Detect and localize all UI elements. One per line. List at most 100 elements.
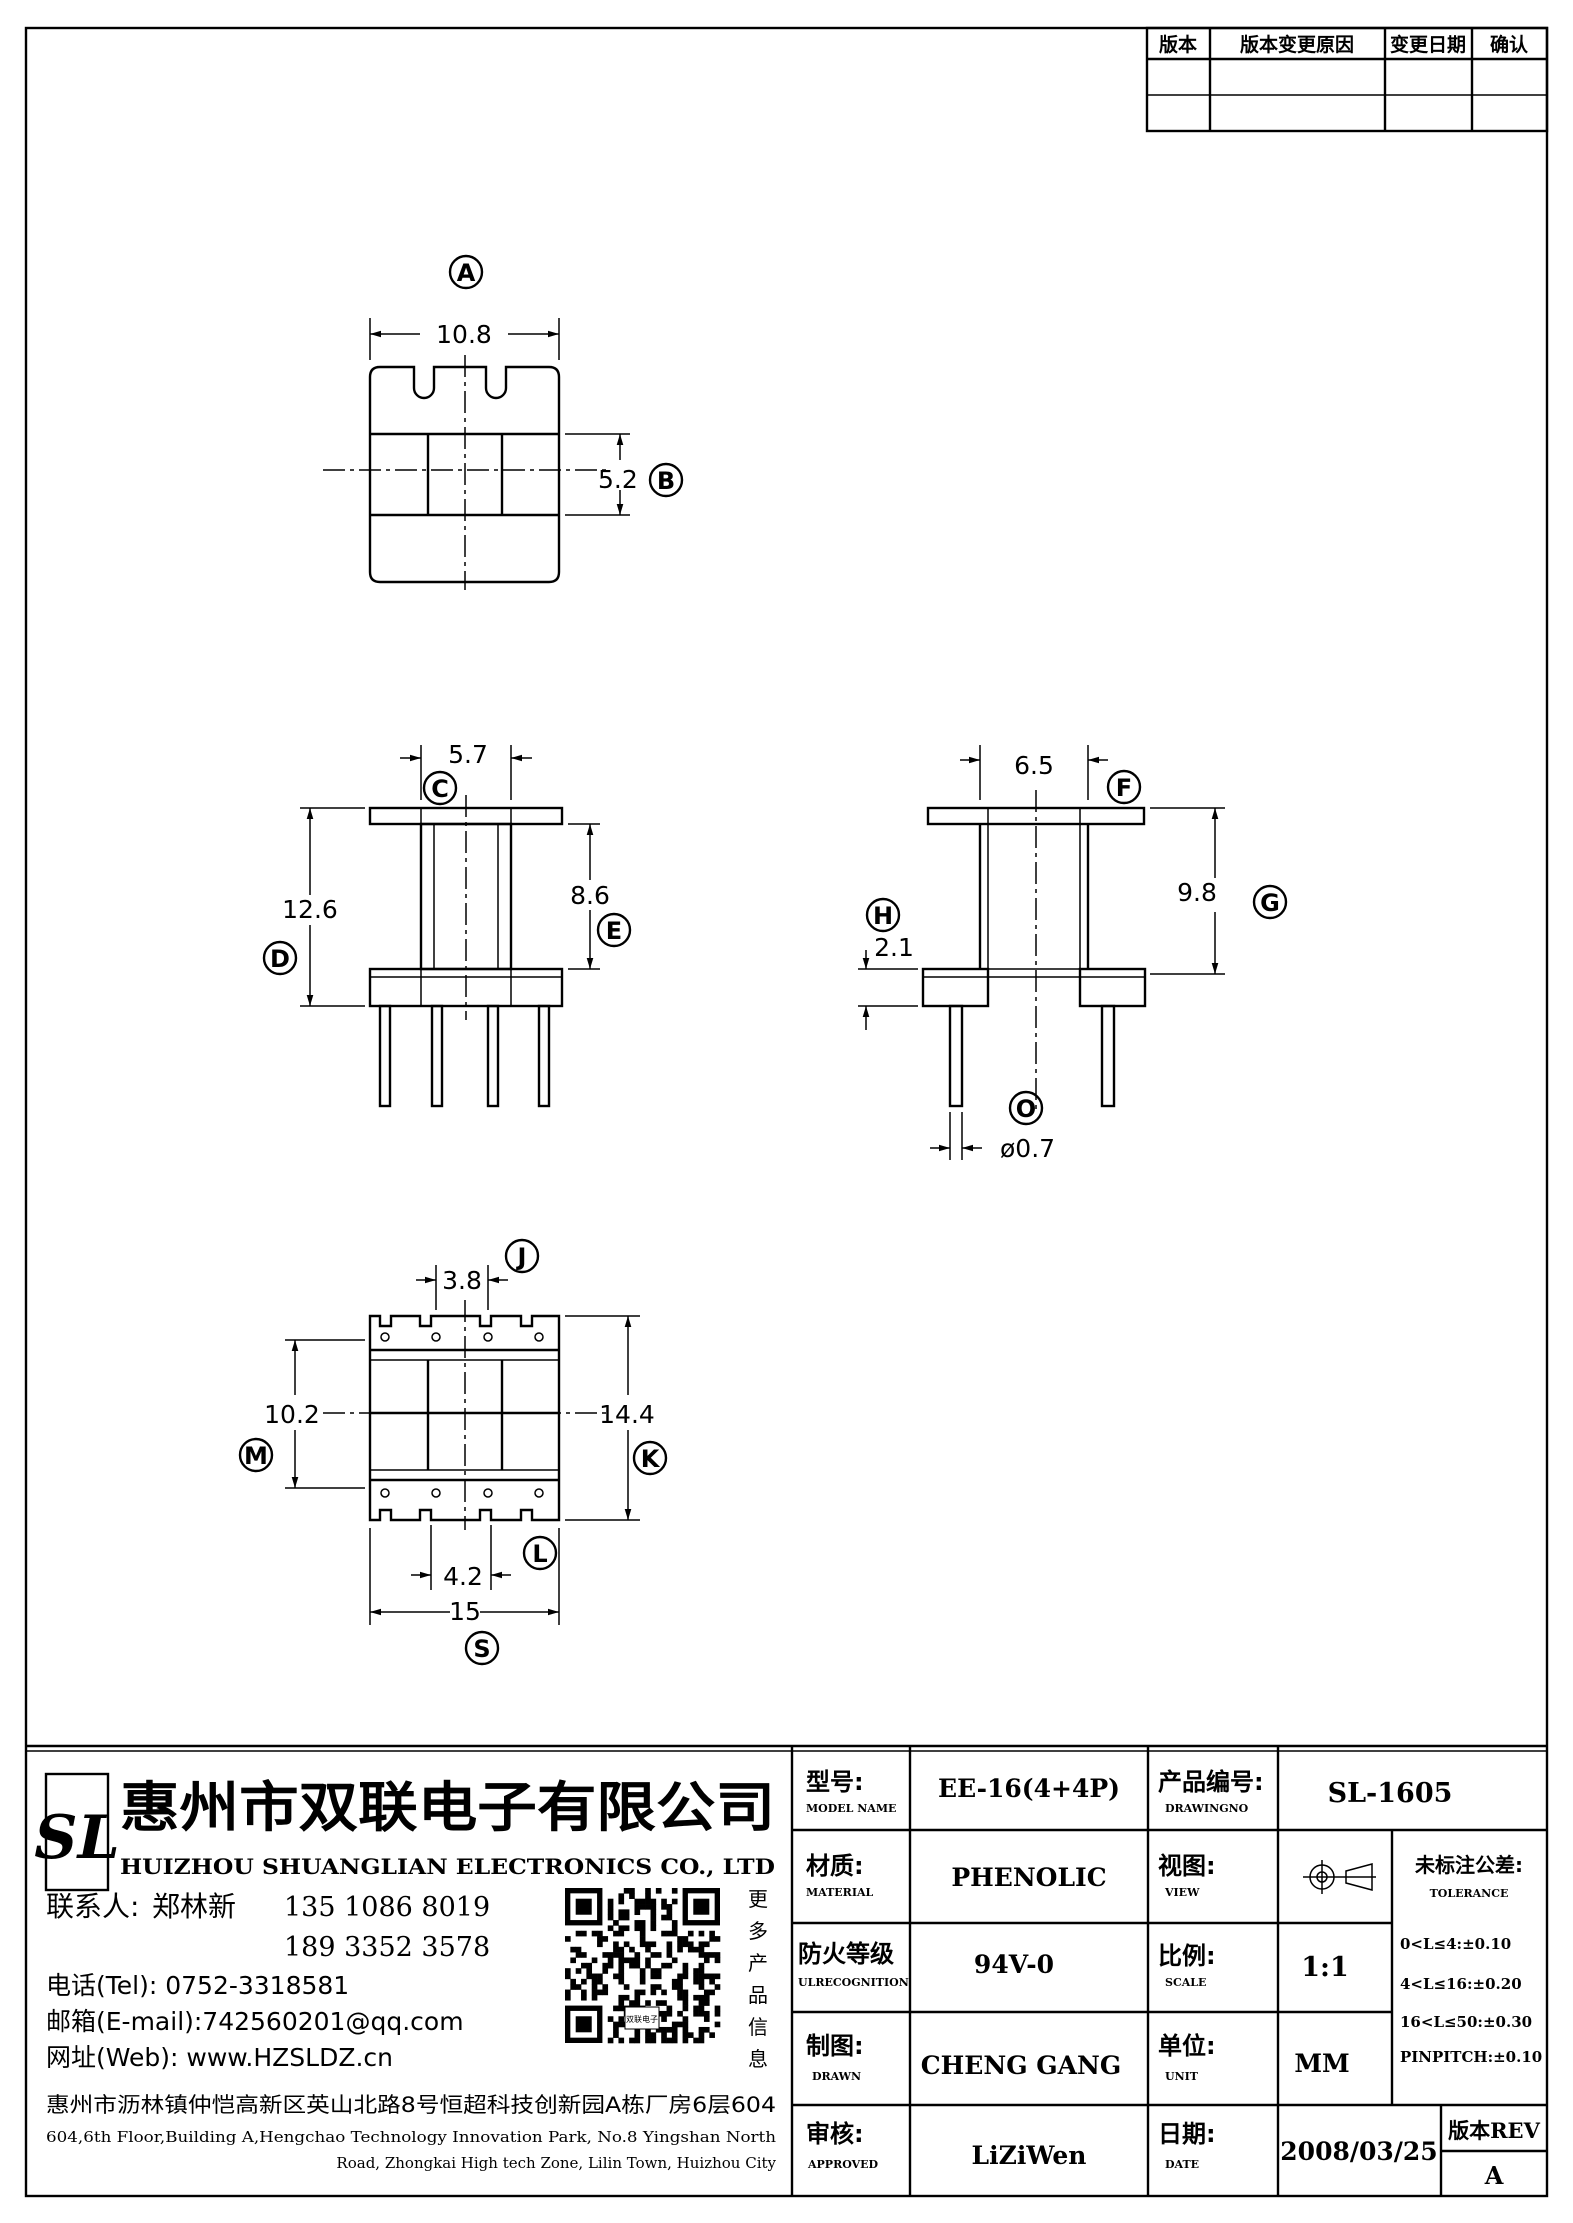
dim-value-D: 12.6	[282, 895, 338, 924]
dim-label-G: G	[1260, 889, 1280, 917]
rev-label: 版本REV	[1448, 2118, 1540, 2143]
model-value: EE-16(4+4P)	[938, 1774, 1120, 1803]
page-border	[24, 26, 1549, 2198]
dim-label-K: K	[641, 1445, 661, 1473]
model-label-cn: 型号:	[806, 1768, 864, 1796]
company-name-en: HUIZHOU SHUANGLIAN ELECTRONICS CO., LTD	[120, 1854, 775, 1879]
projection-symbol-icon	[1303, 1860, 1376, 1894]
dim-value-S: 15	[449, 1597, 481, 1626]
dim-label-O: O	[1016, 1095, 1036, 1123]
bottom-view: 3.8 J 10.2 M 14.4 K 4.2 L 15 S	[238, 1238, 668, 1666]
dim-value-M: 10.2	[264, 1400, 320, 1429]
rev-header-date: 变更日期	[1390, 33, 1466, 56]
side-view: 6.5 F 9.8 G 2.1 H ø0.7 O	[858, 745, 1288, 1163]
qr-caption-5: 信	[748, 2015, 768, 2039]
qr-center-label: 双联电子	[626, 2014, 658, 2024]
date-label-en: DATE	[1165, 2158, 1199, 2171]
unit-value: MM	[1294, 2049, 1349, 2078]
qr-caption-2: 多	[748, 1919, 768, 1943]
approved-label-en: APPROVED	[807, 2158, 879, 2171]
title-block: SL 惠州市双联电子有限公司 HUIZHOU SHUANGLIAN ELECTR…	[26, 1744, 1547, 2196]
approved-value: LiZiWen	[972, 2141, 1087, 2170]
fire-value: 94V-0	[974, 1950, 1054, 1979]
dim-label-C: C	[431, 775, 449, 803]
dim-value-J: 3.8	[442, 1266, 482, 1295]
drawn-value: CHENG GANG	[921, 2051, 1121, 2080]
drawingno-label-cn: 产品编号:	[1158, 1768, 1264, 1796]
dim-label-A: A	[457, 259, 476, 287]
view-label-en: VIEW	[1164, 1886, 1200, 1899]
dim-value-F: 6.5	[1014, 751, 1054, 780]
front-view: 5.7 C 12.6 D 8.6 E	[262, 740, 632, 1108]
scale-label-cn: 比例:	[1158, 1942, 1216, 1970]
phone-1: 135 1086 8019	[284, 1892, 490, 1923]
fire-label-en: ULRECOGNITION	[798, 1976, 909, 1989]
date-label-cn: 日期:	[1158, 2120, 1216, 2148]
address-en-2: Road, Zhongkai High tech Zone, Lilin Tow…	[336, 2154, 776, 2172]
qr-caption-6: 息	[748, 2047, 768, 2071]
company-name-cn: 惠州市双联电子有限公司	[120, 1776, 775, 1839]
dim-value-A: 10.8	[436, 320, 492, 349]
rev-header-version: 版本	[1159, 33, 1197, 56]
logo-letters: SL	[34, 1803, 120, 1873]
dim-value-O: ø0.7	[1000, 1134, 1055, 1163]
date-value: 2008/03/25	[1280, 2137, 1437, 2166]
rev-header-reason: 版本变更原因	[1240, 33, 1354, 56]
dim-label-E: E	[606, 917, 622, 945]
dim-value-H: 2.1	[874, 933, 914, 962]
dim-value-B: 5.2	[598, 465, 638, 494]
dim-label-F: F	[1116, 774, 1132, 802]
dim-label-S: S	[473, 1635, 490, 1663]
dim-label-J: J	[516, 1243, 527, 1271]
dim-label-H: H	[873, 902, 893, 930]
rev-value: A	[1484, 2161, 1504, 2190]
drawn-label-cn: 制图:	[806, 2032, 864, 2060]
qr-caption-1: 更	[748, 1887, 768, 1911]
qr-code	[565, 1888, 721, 2044]
revision-table: 版本 版本变更原因 变更日期 确认	[1145, 26, 1549, 133]
dim-label-L: L	[532, 1540, 547, 1568]
dim-value-C: 5.7	[448, 740, 488, 769]
email: 邮箱(E-mail):742560201@qq.com	[46, 2007, 464, 2036]
drawingno-value: SL-1605	[1328, 1778, 1453, 1809]
tel: 电话(Tel): 0752-3318581	[46, 1971, 349, 2000]
top-view: 10.8 A 5.2 B	[323, 254, 684, 590]
fire-label-cn: 防火等级	[798, 1940, 894, 1968]
model-label-en: MODEL NAME	[806, 1802, 896, 1815]
company-logo	[44, 1772, 110, 1892]
material-label-en: MATERIAL	[806, 1886, 874, 1899]
scale-label-en: SCALE	[1165, 1976, 1206, 1989]
material-label-cn: 材质:	[806, 1852, 864, 1880]
phone-2: 189 3352 3578	[284, 1932, 490, 1963]
contact-label: 联系人:	[46, 1890, 139, 1923]
dim-value-K: 14.4	[599, 1400, 655, 1429]
dim-label-B: B	[657, 467, 675, 495]
drawingno-label-en: DRAWINGNO	[1165, 1802, 1249, 1815]
dim-value-E: 8.6	[570, 881, 610, 910]
address-en-1: 604,6th Floor,Building A,Hengchao Techno…	[46, 2128, 776, 2146]
tolerance-label-en: TOLERANCE	[1430, 1887, 1509, 1900]
view-label-cn: 视图:	[1158, 1852, 1216, 1880]
approved-label-cn: 审核:	[806, 2120, 864, 2148]
scale-value: 1:1	[1301, 1952, 1349, 1983]
tolerance-1: 0<L≤4:±0.10	[1400, 1935, 1511, 1953]
dim-label-M: M	[244, 1442, 268, 1470]
rev-header-confirm: 确认	[1490, 33, 1528, 56]
drawn-label-en: DRAWN	[812, 2070, 861, 2083]
dim-value-L: 4.2	[443, 1562, 483, 1591]
dim-value-G: 9.8	[1177, 878, 1217, 907]
material-value: PHENOLIC	[951, 1863, 1106, 1892]
qr-caption-4: 品	[748, 1983, 768, 2007]
tolerance-4: PINPITCH:±0.10	[1400, 2048, 1542, 2066]
tolerance-3: 16<L≤50:±0.30	[1400, 2013, 1532, 2031]
tolerance-2: 4<L≤16:±0.20	[1400, 1975, 1522, 1993]
dim-label-D: D	[270, 945, 290, 973]
unit-label-cn: 单位:	[1158, 2032, 1216, 2060]
qr-caption-3: 产	[748, 1951, 768, 1975]
tolerance-label-cn: 未标注公差:	[1415, 1853, 1523, 1877]
address-cn: 惠州市沥林镇仲恺高新区英山北路8号恒超科技创新园A栋厂房6层604	[46, 2093, 776, 2117]
unit-label-en: UNIT	[1165, 2070, 1199, 2083]
web: 网址(Web): www.HZSLDZ.cn	[46, 2043, 393, 2072]
contact-name: 郑林新	[152, 1890, 236, 1923]
